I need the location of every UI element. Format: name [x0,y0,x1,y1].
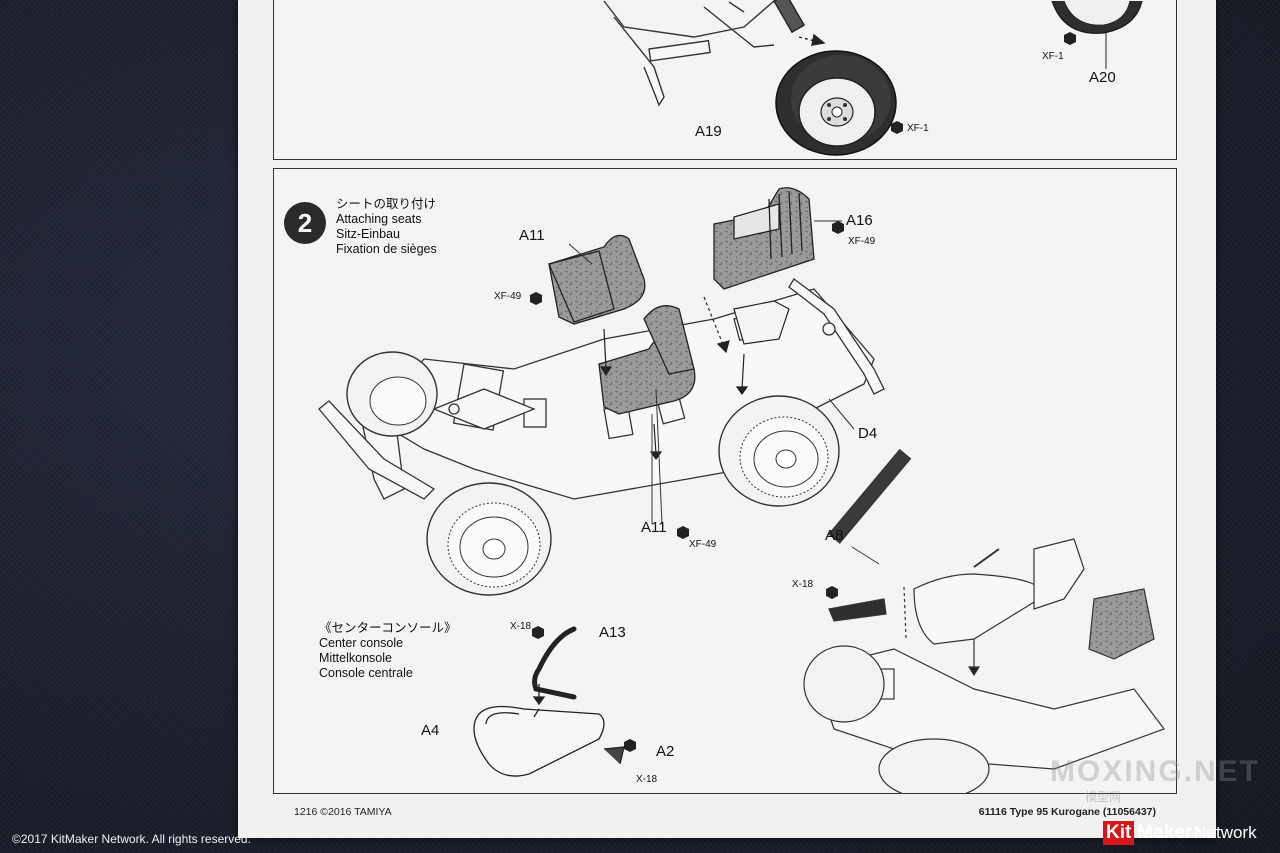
photo-copyright: ©2017 KitMaker Network. All rights reser… [12,832,251,846]
console-title-jp: 《センターコンソール》 [319,621,457,635]
console-drawing [473,626,625,777]
step-title-en: Attaching seats [336,212,422,226]
seat-a11-upper-drawing [548,234,646,325]
part-label-a8: A8 [825,527,844,544]
paint-label-xf49-a16: XF-49 [848,236,876,247]
wheels-drawing [346,351,840,596]
console-title-fr: Console centrale [319,666,413,680]
paint-label-x18-a2: X-18 [636,774,658,785]
part-label-a11-lower: A11 [641,519,667,536]
part-label-a4: A4 [421,722,440,739]
step-number-badge: 2 [284,202,326,244]
step-title-de: Sitz-Einbau [336,227,400,241]
console-title-en: Center console [319,636,404,650]
paint-label-xf49-a11-lower: XF-49 [689,539,717,550]
paint-label-x18-a13: X-18 [510,621,532,632]
part-label-d4: D4 [858,425,878,442]
previous-step-panel: A19 XF-1 XF-1 A20 [273,0,1177,160]
step-title: シートの取り付け Attaching seats Sitz-Einbau Fix… [336,197,437,257]
paint-label-xf1-a19: XF-1 [907,123,929,134]
part-label-a16: A16 [846,212,873,229]
console-section-title: 《センターコンソール》 Center console Mittelkonsole… [319,621,457,681]
footer-copyright-tamiya: 1216 ©2016 TAMIYA [294,806,392,818]
step-2-panel: 2 シートの取り付け Attaching seats Sitz-Einbau F… [273,168,1177,794]
seat-a16-drawing [713,187,815,290]
step-title-fr: Fixation de sièges [336,242,437,256]
part-label-a19: A19 [695,123,722,140]
part-label-a2: A2 [656,743,675,760]
wheel-a20-drawing [1051,0,1143,34]
wheel-a19-drawing [775,50,897,156]
step-2-drawing [318,187,1165,793]
part-d4-drawing [733,300,790,345]
instruction-sheet: A19 XF-1 XF-1 A20 2 シートの取り付け Attaching s… [238,0,1216,838]
subassembly-drawing [803,448,1165,793]
part-label-a11-upper: A11 [519,227,545,244]
paint-label-xf1-a20: XF-1 [1042,51,1064,62]
previous-step-drawing [603,0,1143,156]
footer-kit-id: 61116 Type 95 Kurogane (11056437) [978,806,1156,818]
moxing-watermark-sub: 模型网 [1085,790,1122,804]
paint-markers [530,221,844,752]
seat-a11-lower-drawing [598,305,696,415]
paint-label-xf49-a11-upper: XF-49 [494,291,522,302]
paint-label-x18-a8: X-18 [792,579,814,590]
moxing-watermark: MOXING.NET [1050,755,1261,788]
console-title-de: Mittelkonsole [319,651,392,665]
step-title-jp: シートの取り付け [336,197,437,211]
part-label-a13: A13 [599,624,626,641]
part-label-a20: A20 [1089,69,1116,86]
